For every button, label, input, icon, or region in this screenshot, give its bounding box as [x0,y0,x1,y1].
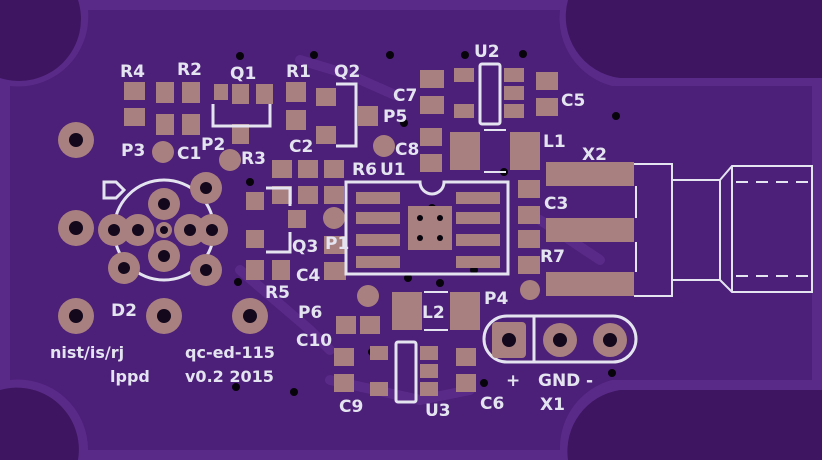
label-x1-gnd: GND [538,371,580,391]
label-u2: U2 [474,42,500,62]
r5-c4-pads [246,236,346,280]
label-c8: C8 [395,140,419,160]
label-c5: C5 [561,91,585,111]
board-group-text: lppd [110,367,150,386]
q2-footprint [316,82,378,148]
c9-c6-pads [334,348,476,392]
label-r3: R3 [241,149,266,169]
label-c7: C7 [393,86,417,106]
d2-connector-cluster [58,122,268,334]
label-l2: L2 [422,303,445,323]
c10-pads [336,316,380,334]
p3-pad [152,141,174,163]
label-r1: R1 [286,62,311,82]
label-p6: P6 [298,303,322,323]
label-q2: Q2 [334,62,360,82]
label-c1: C1 [177,144,201,164]
p5-pad [373,135,395,157]
label-c2: C2 [289,137,313,157]
x2-connector [546,162,813,297]
x1-header [482,314,638,364]
label-r6: R6 [352,160,377,180]
label-c3: C3 [544,194,568,214]
label-x2: X2 [582,145,607,165]
label-c4: C4 [296,266,320,286]
p2-pad [219,149,241,171]
board-version-text: v0.2 2015 [185,367,274,386]
p6-pad [357,285,379,307]
label-r5: R5 [265,283,290,303]
label-l1: L1 [543,132,566,152]
label-c6: C6 [480,394,504,414]
board-org-text: nist/is/rj [50,343,124,362]
label-p5: P5 [383,107,407,127]
label-p2: P2 [201,135,225,155]
p4-pad [520,280,540,300]
label-r4: R4 [120,62,145,82]
c3-r7-pads [518,180,540,274]
label-p3: P3 [121,141,145,161]
label-c9: C9 [339,397,363,417]
u2-footprint [454,62,524,126]
label-x1: X1 [540,395,565,415]
u1-footprint [344,180,510,276]
label-p1: P1 [325,234,349,254]
label-x1-minus: - [586,371,593,391]
p1-pad [323,207,345,229]
label-r7: R7 [540,247,565,267]
label-r2: R2 [177,60,202,80]
board-name-text: qc-ed-115 [185,343,275,362]
l1-footprint [450,129,540,173]
label-c10: C10 [296,331,332,351]
label-d2: D2 [111,301,137,321]
label-x1-plus: + [506,371,520,391]
capacitor-pads-top [420,70,558,172]
mid-passive-pads [272,160,344,204]
label-p4: P4 [484,289,508,309]
q1-footprint [211,84,273,144]
u3-footprint [370,340,438,404]
label-q3: Q3 [292,237,318,257]
label-q1: Q1 [230,64,256,84]
q3-footprint [246,186,306,254]
label-u3: U3 [425,401,451,421]
resistor-pads [124,82,306,135]
label-u1: U1 [380,160,406,180]
l2-footprint [392,291,480,331]
